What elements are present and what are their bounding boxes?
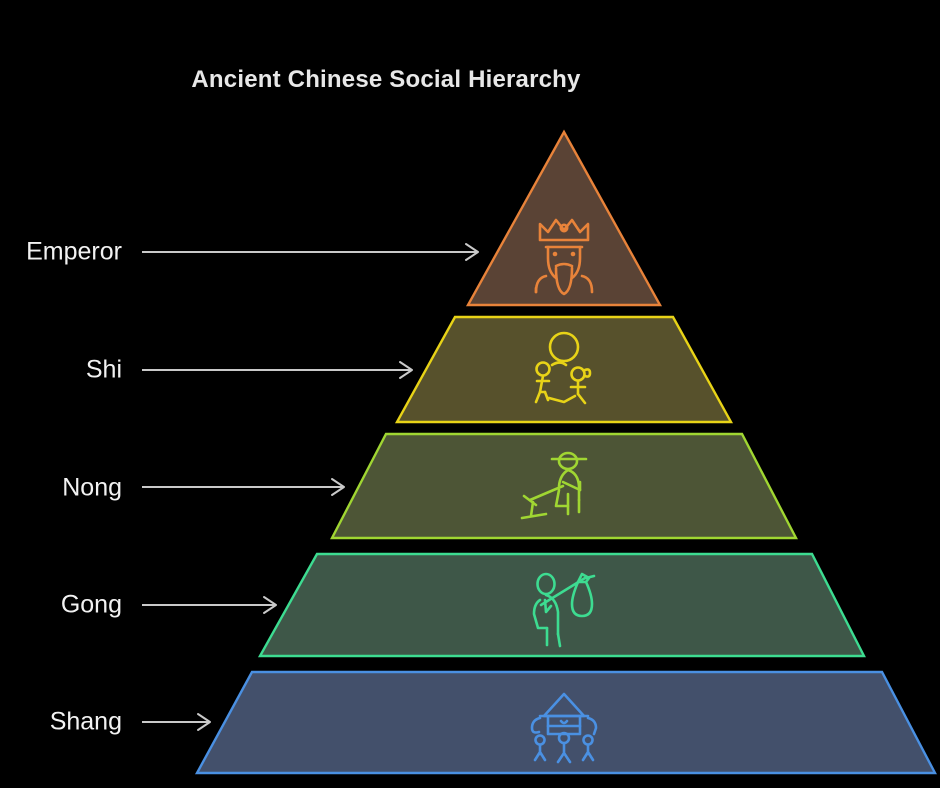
connector-arrow-shi — [142, 361, 413, 379]
tier-shape-shi[interactable] — [394, 315, 734, 424]
pyramid-tier-shi[interactable] — [394, 315, 734, 424]
pyramid-tier-nong[interactable] — [330, 432, 798, 540]
scholars-icon — [534, 331, 592, 405]
tier-label-2: Shi — [85, 355, 122, 384]
farmer-icon — [520, 451, 588, 520]
connector-arrow-emperor — [142, 243, 479, 261]
pyramid-tier-emperor[interactable] — [465, 129, 663, 307]
tier-label-3: Nong — [62, 473, 122, 502]
tier-shape-gong[interactable] — [257, 552, 866, 658]
artisan-bundle-icon — [532, 572, 596, 648]
tier-label-5: Shang — [49, 707, 122, 736]
connector-arrow-shang — [142, 713, 211, 731]
pyramid-tier-shang[interactable] — [194, 670, 937, 775]
emperor-crown-icon — [534, 218, 594, 296]
connector-arrow-nong — [142, 478, 345, 496]
pyramid-tier-gong[interactable] — [257, 552, 866, 658]
page-title: Ancient Chinese Social Hierarchy — [191, 66, 581, 93]
merchant-market-icon — [530, 692, 598, 764]
tier-label-4: Gong — [60, 590, 122, 619]
tier-label-1: Emperor — [26, 237, 122, 266]
tier-shape-emperor[interactable] — [465, 129, 663, 307]
connector-arrow-gong — [142, 596, 277, 614]
